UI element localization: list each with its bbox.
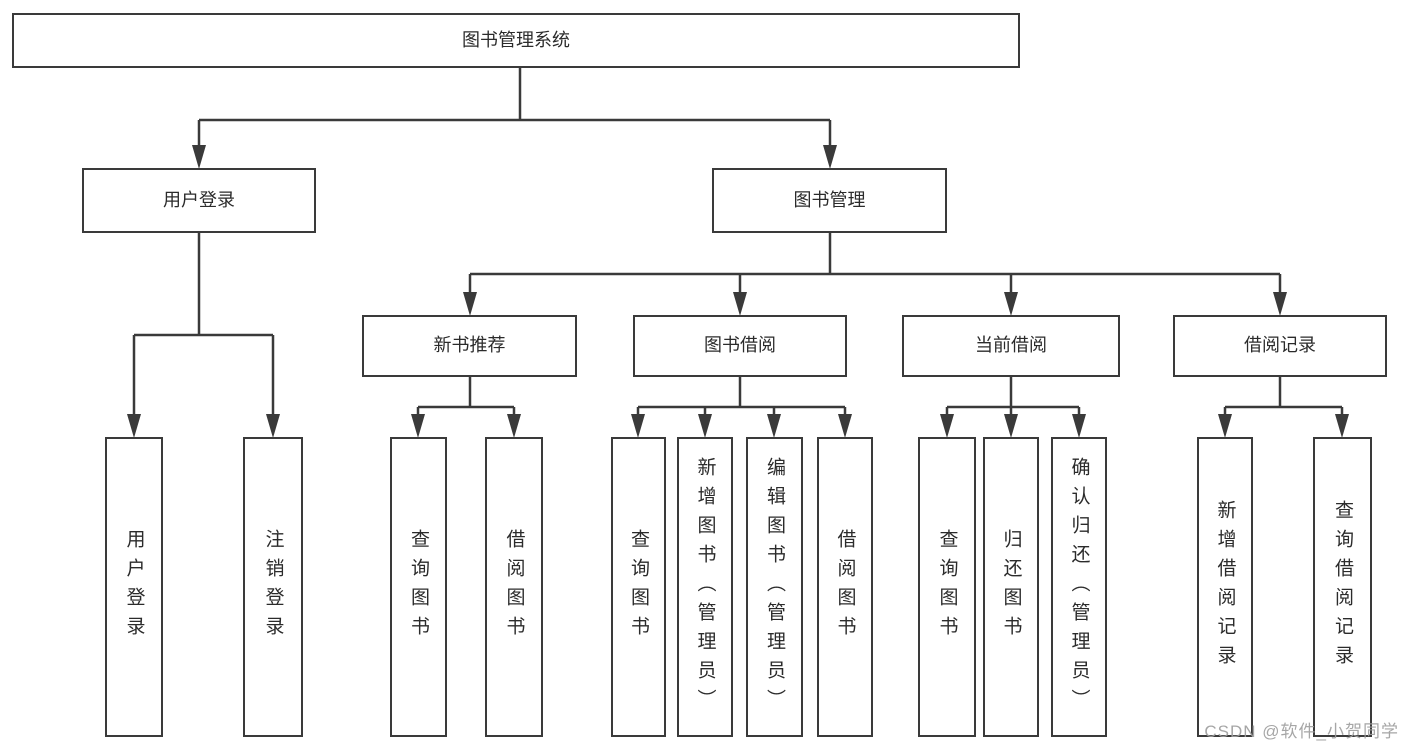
leaf-confirm-return-admin: 确认归还（管理员）	[1051, 437, 1107, 737]
node-label: 查询借阅记录	[1332, 500, 1353, 674]
leaf-user-login: 用户登录	[105, 437, 163, 737]
node-borrow-record: 借阅记录	[1173, 315, 1387, 377]
node-label: 编辑图书（管理员）	[764, 456, 785, 718]
node-book-management: 图书管理	[712, 168, 947, 233]
node-label: 查询图书	[628, 529, 649, 645]
leaf-query-book-borrow: 查询图书	[611, 437, 666, 737]
csdn-watermark: CSDN @软件_小贺同学	[1204, 722, 1399, 741]
node-label: 借阅图书	[503, 529, 525, 645]
leaf-return-book: 归还图书	[983, 437, 1039, 737]
node-label: 借阅记录	[1244, 335, 1316, 356]
node-label: 注销登录	[262, 529, 284, 645]
node-label: 用户登录	[163, 189, 235, 210]
node-label: 归还图书	[1000, 529, 1022, 645]
leaf-query-book-recommend: 查询图书	[390, 437, 447, 737]
node-current-borrow: 当前借阅	[902, 315, 1120, 377]
node-label: 新书推荐	[433, 335, 506, 356]
node-root-system: 图书管理系统	[12, 13, 1020, 68]
leaf-logout: 注销登录	[243, 437, 303, 737]
leaf-add-borrow-record: 新增借阅记录	[1197, 437, 1253, 737]
leaf-query-book-current: 查询图书	[918, 437, 976, 737]
node-label: 查询图书	[408, 529, 429, 645]
node-new-book-recommend: 新书推荐	[362, 315, 577, 377]
node-label: 用户登录	[123, 529, 145, 645]
node-user-login: 用户登录	[82, 168, 316, 233]
leaf-borrow-book: 借阅图书	[817, 437, 873, 737]
node-label: 确认归还（管理员）	[1068, 456, 1090, 718]
node-label: 当前借阅	[975, 335, 1047, 356]
node-label: 图书借阅	[704, 335, 776, 356]
node-label: 查询图书	[936, 529, 958, 645]
node-label: 新增图书（管理员）	[694, 456, 716, 718]
node-label: 图书管理系统	[462, 29, 570, 50]
leaf-edit-book-admin: 编辑图书（管理员）	[746, 437, 803, 737]
node-label: 借阅图书	[834, 529, 856, 645]
leaf-borrow-book-recommend: 借阅图书	[485, 437, 543, 737]
leaf-query-borrow-record: 查询借阅记录	[1313, 437, 1372, 737]
node-label: 新增借阅记录	[1214, 500, 1236, 674]
node-label: 图书管理	[793, 189, 866, 210]
node-book-borrow: 图书借阅	[633, 315, 847, 377]
leaf-add-book-admin: 新增图书（管理员）	[677, 437, 733, 737]
